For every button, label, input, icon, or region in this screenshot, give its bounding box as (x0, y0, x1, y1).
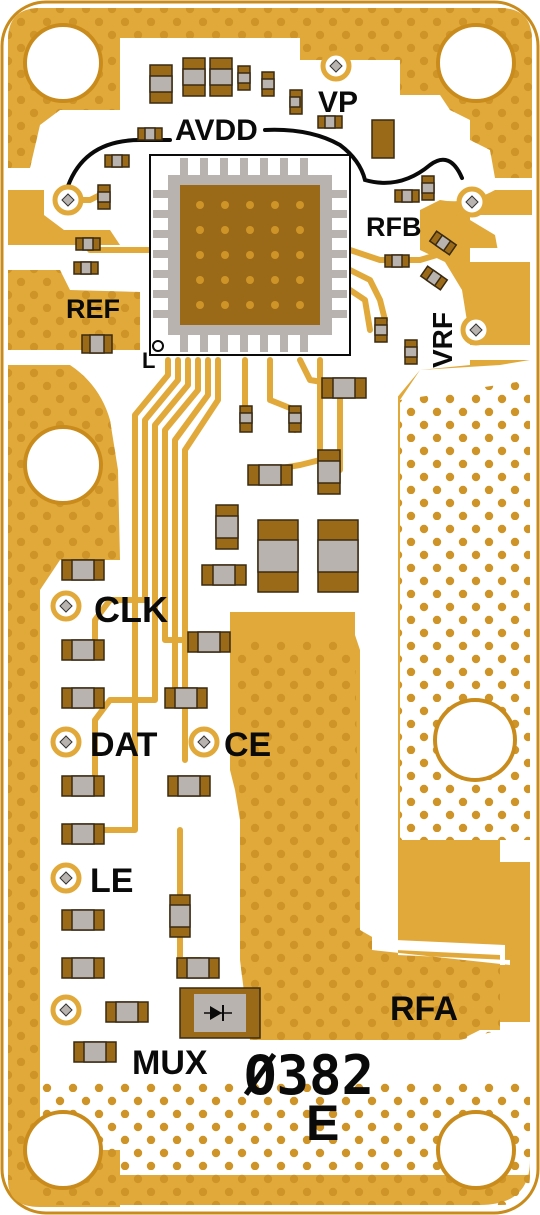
res-mux-bot (73, 1041, 117, 1063)
label-ref: REF (66, 294, 120, 324)
res-0603-ref (81, 334, 113, 354)
label-vrf: VRF (427, 312, 458, 368)
smd-large-components (61, 57, 395, 1063)
test-point-le (50, 862, 82, 894)
mounting-hole-top-left (23, 23, 103, 103)
pin1-marker (152, 340, 164, 352)
mounting-holes (23, 23, 517, 1190)
label-vp: VP (318, 86, 358, 119)
res-dat-top (61, 687, 105, 709)
res-vertical-mux (169, 894, 191, 938)
label-clk: CLK (94, 589, 168, 630)
res-clk-top (61, 559, 105, 581)
mounting-hole-bottom-right (436, 1110, 516, 1190)
smd-small-components (73, 65, 458, 433)
mounting-hole-mid-right (433, 698, 517, 782)
test-point-dat (50, 726, 82, 758)
label-le: LE (90, 862, 133, 900)
res-mux-mid (105, 1001, 149, 1023)
cap-0402-f (237, 65, 251, 91)
res-led (176, 957, 220, 979)
res-0603-b (317, 449, 341, 495)
cap-0402-m (428, 230, 458, 256)
cap-0402-o (374, 317, 388, 343)
test-point-mux (50, 994, 82, 1026)
test-point-ce (188, 726, 220, 758)
cap-0402-r (288, 405, 302, 433)
res-0603-a (321, 377, 367, 399)
res-mux-top (61, 957, 105, 979)
board-marking: Ø382 E (243, 1044, 374, 1151)
res-0603-e (201, 564, 247, 586)
cap-0402-d (75, 237, 101, 251)
cap-0805-vp (371, 119, 395, 159)
res-ce-top (187, 631, 231, 653)
cap-0402-p (404, 339, 418, 365)
label-ce: CE (224, 726, 271, 764)
cap-1206-b (317, 519, 359, 593)
cap-0402-l (384, 254, 410, 268)
res-dat-bot (61, 775, 105, 797)
cap-0402-a (137, 127, 163, 141)
res-le-bot (61, 909, 105, 931)
cap-0402-n (419, 265, 449, 291)
trace-clearance (8, 168, 532, 1034)
cap-0805-top-1 (149, 64, 173, 104)
revision-letter: E (306, 1095, 339, 1151)
cap-0805-top-2 (182, 57, 206, 97)
serial-number: Ø382 (243, 1044, 374, 1107)
cap-0402-e (73, 261, 99, 275)
pll-ic (149, 154, 351, 356)
res-ce-mid (164, 687, 208, 709)
test-point-avdd (52, 184, 84, 216)
cap-0402-b (104, 154, 130, 168)
label-mux: MUX (132, 1044, 208, 1082)
cap-0402-j (394, 189, 420, 203)
res-0603-d (215, 504, 239, 550)
mounting-hole-bottom-left (23, 1110, 103, 1190)
cap-0402-h (289, 89, 303, 115)
mux-diode (179, 987, 261, 1039)
label-rfa: RFA (390, 990, 458, 1028)
label-avdd: AVDD (175, 114, 258, 147)
cap-0402-k (421, 175, 435, 201)
label-dat: DAT (90, 726, 158, 764)
res-ce-bot (167, 775, 211, 797)
test-points (50, 50, 492, 1026)
cap-0402-g (261, 71, 275, 97)
mounting-hole-top-right (436, 23, 516, 103)
test-point-clk (50, 590, 82, 622)
test-point-vrf (460, 314, 492, 346)
silkscreen-labels: AVDD VP RFB REF VRF L CLK DAT CE LE MUX … (66, 86, 458, 1082)
cap-0805-top-3 (209, 57, 233, 97)
cap-0402-i (317, 115, 343, 129)
res-le-top (61, 823, 105, 845)
cap-1206-a (257, 519, 299, 593)
label-pin1: L (142, 348, 155, 373)
mounting-hole-mid-left (23, 425, 103, 505)
cap-0402-q (239, 405, 253, 433)
cap-0402-c (97, 184, 111, 210)
test-point-vp (320, 50, 352, 82)
test-point-rfb (456, 186, 488, 218)
res-0603-c (247, 464, 293, 486)
via-stitching (8, 8, 532, 1205)
label-rfb: RFB (366, 212, 422, 242)
res-clk-bot (61, 639, 105, 661)
